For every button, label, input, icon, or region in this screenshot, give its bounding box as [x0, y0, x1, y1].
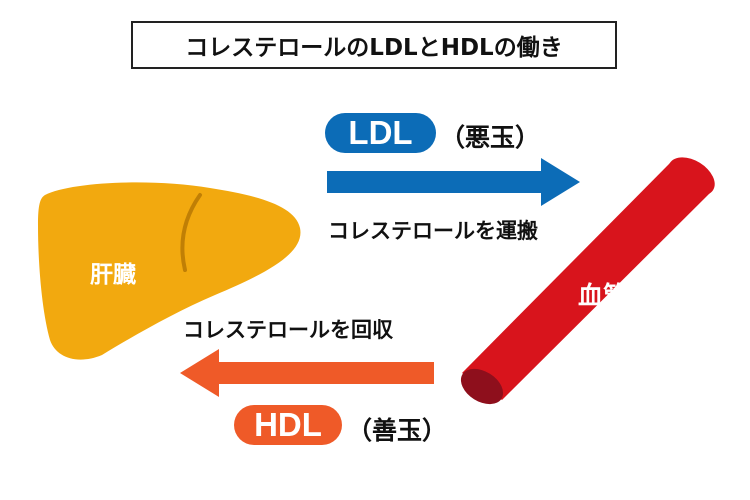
hdl-arrow-left [180, 349, 434, 397]
hdl-note: （善玉） [347, 416, 448, 445]
ldl-arrow-right [327, 158, 580, 206]
hdl-badge: HDL [234, 405, 342, 445]
vessel-label: 血管 [578, 281, 629, 310]
liver-shape [38, 182, 301, 360]
ldl-action-caption: コレステロールを運搬 [328, 219, 538, 243]
ldl-badge: LDL [325, 113, 436, 153]
vessel-opening [460, 368, 504, 405]
hdl-action-caption: コレステロールを回収 [183, 318, 393, 342]
blood-vessel-shape [460, 157, 715, 405]
ldl-note: （悪玉） [440, 123, 541, 152]
diagram-title: コレステロールのLDLとHDLの働き [131, 21, 617, 69]
liver-label: 肝臓 [90, 262, 136, 288]
liver-lobe-line [180, 193, 202, 272]
